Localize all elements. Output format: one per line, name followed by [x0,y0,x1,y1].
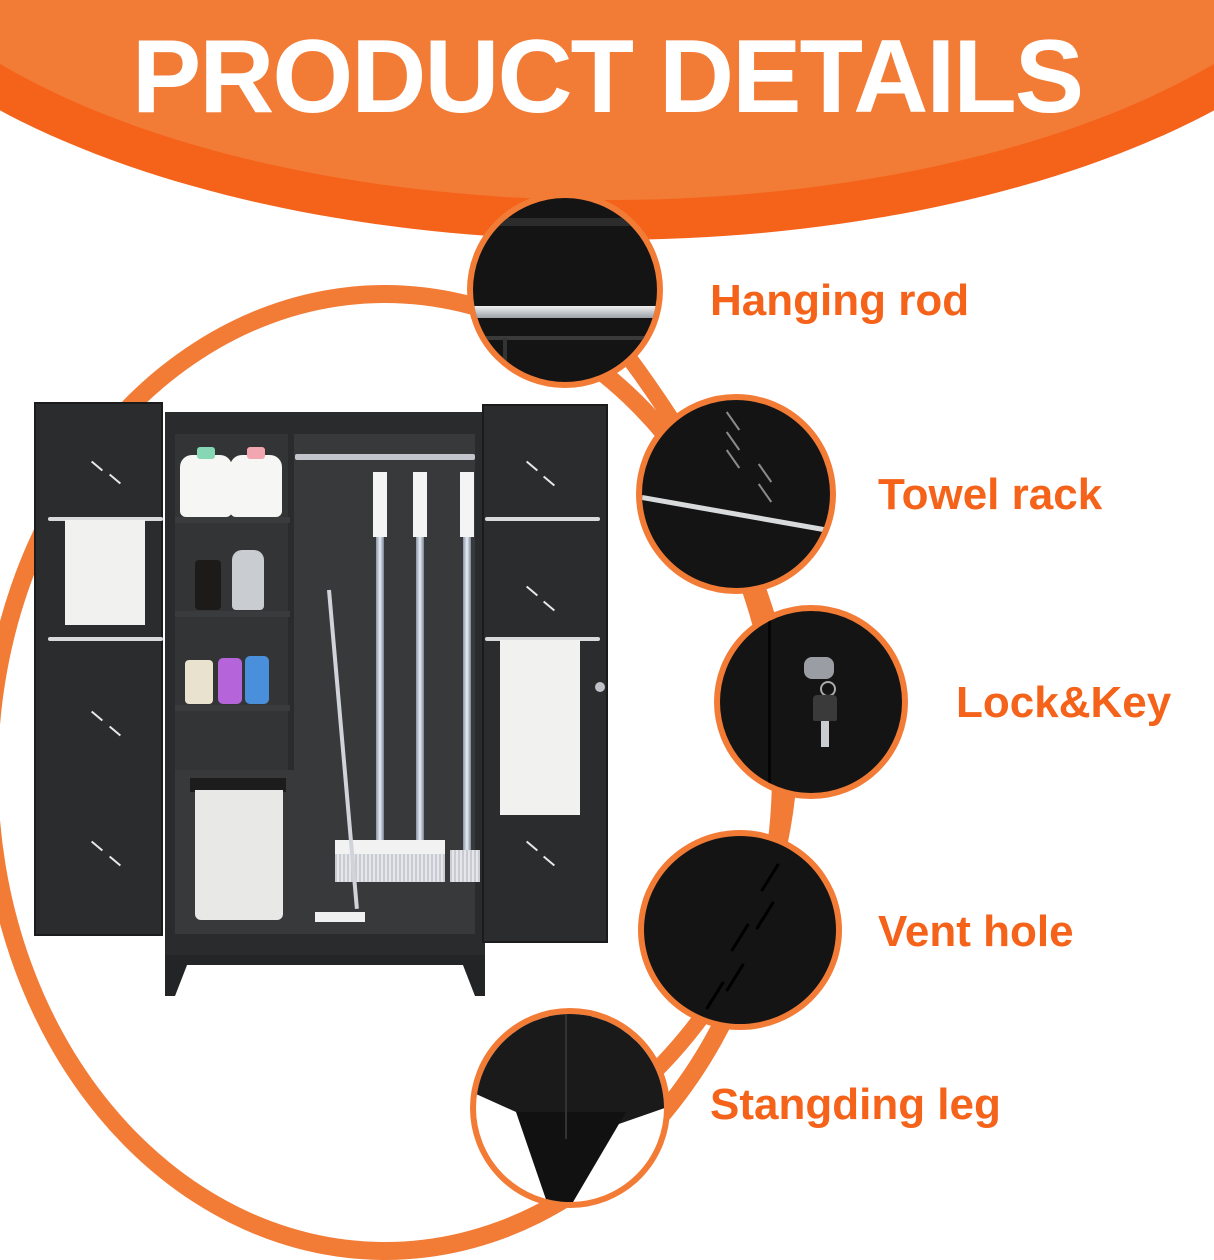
soap-dispenser [232,550,264,610]
feature-label-lock-key: Lock&Key [956,678,1172,727]
cleaner-bottle [218,658,242,704]
mop-head [315,912,365,922]
towel-rack [48,637,163,641]
cabinet-base [165,955,485,965]
feature-label-vent-hole: Vent hole [878,907,1074,956]
detergent-bottle [230,447,282,517]
shelf-2 [175,611,290,617]
vent-hole-closeup-icon [638,830,842,1030]
lock-key-closeup-icon [714,605,908,799]
towel-rack [48,517,163,521]
towel-rack-closeup-icon [636,394,836,594]
broom-handle-grip [373,472,387,537]
soap-dispenser [195,560,221,610]
feature-label-hanging-rod: Hanging rod [710,276,970,325]
towel-rack [485,517,600,521]
mop-bucket [195,790,283,920]
page-title: PRODUCT DETAILS [131,19,1084,135]
broom-stick [416,537,424,857]
detergent-bottle [180,447,232,517]
towel [500,640,580,815]
cleaner-bottle [245,656,269,704]
broom-bristles [450,850,480,882]
left-door [34,402,163,936]
shelf-3 [175,705,290,711]
shelf-1 [175,517,290,523]
broom-stick [463,537,471,857]
cabinet-image [30,400,650,1200]
door-lock [595,682,605,692]
feature-label-towel-rack: Towel rack [878,470,1103,519]
hanging-rod-closeup-icon [467,192,663,388]
hanging-rod [295,454,475,460]
bucket-lid [190,778,286,792]
shelf-divider [288,434,294,770]
broom-head [335,840,445,854]
towel [65,520,145,625]
spray-bottle [185,660,213,704]
towel-rack [485,637,600,641]
broom-handle-grip [460,472,474,537]
broom-stick [376,537,384,857]
feature-label-standing-leg: Stangding leg [710,1080,1001,1129]
broom-handle-grip [413,472,427,537]
cabinet-legs [165,960,485,996]
standing-leg-closeup-icon [470,1008,670,1208]
